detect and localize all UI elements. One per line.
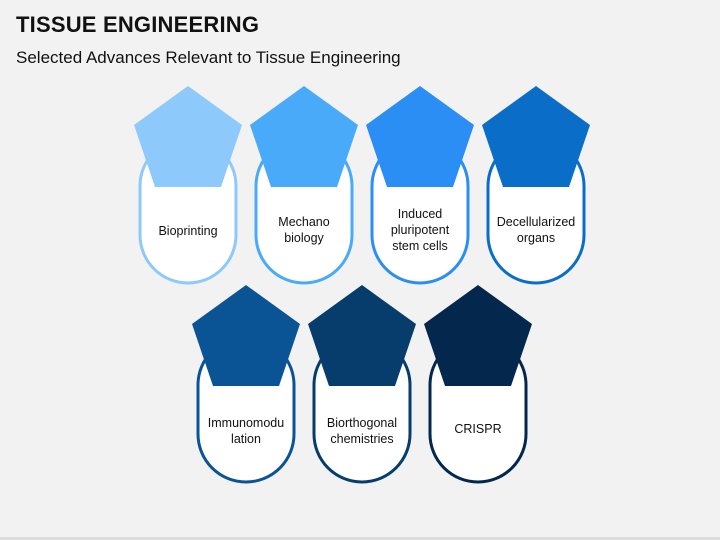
- pentagon-icon: [192, 285, 300, 386]
- advance-card-immunomodulation: Immunomodu lation: [189, 283, 303, 489]
- advance-card-ipsc: Induced pluripotent stem cells: [363, 84, 477, 290]
- advance-label: Mechano biology: [278, 215, 330, 245]
- bottom-bar: [0, 537, 720, 540]
- advance-card-crispr: CRISPR: [421, 283, 535, 489]
- advance-label: Induced pluripotent stem cells: [390, 207, 450, 253]
- advance-label: Decellularized organs: [496, 215, 576, 245]
- pentagon-capsule-shape: [308, 285, 416, 484]
- advance-card-decellularized-organs: Decellularized organs: [479, 84, 593, 290]
- advance-card-mechanobiology: Mechano biology: [247, 84, 361, 290]
- pentagon-icon: [366, 86, 474, 187]
- pentagon-capsule-shape: [366, 86, 474, 285]
- pentagon-capsule-shape: [192, 285, 300, 484]
- pentagon-icon: [308, 285, 416, 386]
- advance-label: Biorthogonal chemistries: [326, 416, 398, 446]
- pentagon-capsule-shape: [424, 285, 532, 484]
- advance-card-bioprinting: Bioprinting: [131, 84, 245, 290]
- advance-label: CRISPR: [454, 422, 502, 436]
- advance-label: Bioprinting: [158, 224, 218, 238]
- pentagon-icon: [482, 86, 590, 187]
- advance-label: Immunomodu lation: [207, 416, 285, 446]
- pentagon-icon: [250, 86, 358, 187]
- advance-card-biorthogonal-chemistries: Biorthogonal chemistries: [305, 283, 419, 489]
- pentagon-capsule-shape: [134, 86, 242, 285]
- pentagon-icon: [134, 86, 242, 187]
- pentagon-capsule-shape: [482, 86, 590, 285]
- pentagon-capsule-shape: [250, 86, 358, 285]
- page-title: TISSUE ENGINEERING: [16, 12, 260, 37]
- pentagon-icon: [424, 285, 532, 386]
- page-subtitle: Selected Advances Relevant to Tissue Eng…: [16, 48, 401, 67]
